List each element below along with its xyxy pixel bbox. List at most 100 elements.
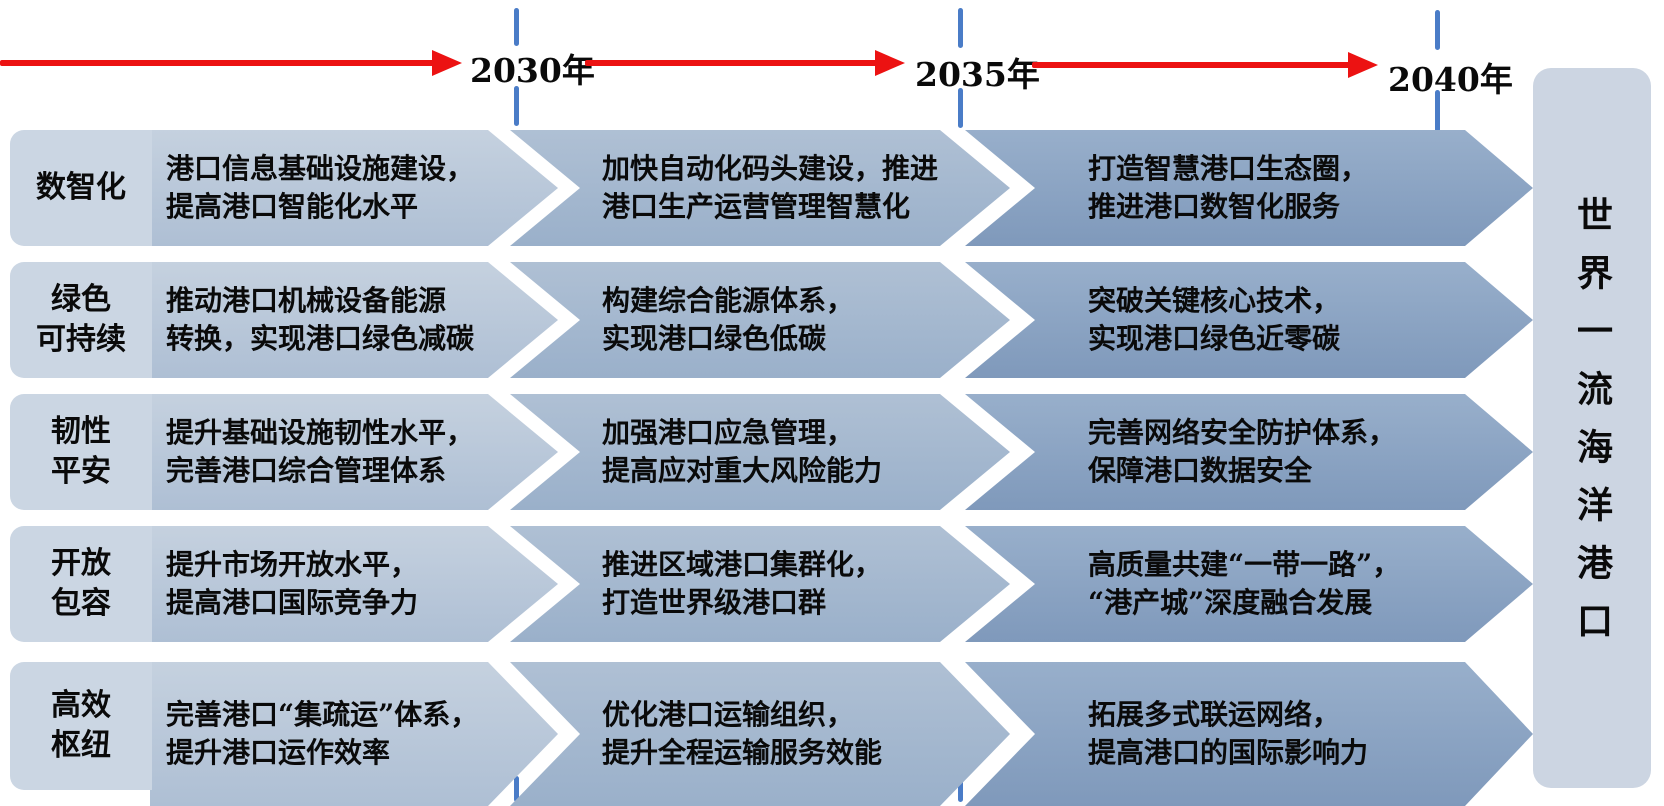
phase-text-line: 提升市场开放水平， bbox=[166, 548, 419, 582]
phase2-band-shape bbox=[510, 130, 1010, 246]
row-label-line: 韧性 bbox=[51, 414, 111, 450]
phase-text-line: 港口生产运营管理智慧化 bbox=[602, 190, 911, 223]
phase-text-line: 实现港口绿色近零碳 bbox=[1088, 322, 1341, 355]
phase1-band-shape bbox=[150, 526, 558, 642]
row-label-line: 绿色 bbox=[51, 282, 111, 318]
row-label-line: 高效 bbox=[51, 688, 111, 724]
phase-text-line: 打造智慧港口生态圈， bbox=[1088, 152, 1369, 186]
phase3-text: 完善网络安全防护体系， 保障港口数据安全 bbox=[1088, 394, 1396, 510]
phase2-band-shape bbox=[510, 526, 1010, 642]
phase-text-line: 提高港口国际竞争力 bbox=[166, 586, 419, 619]
row-label-box: 高效 枢纽 bbox=[10, 662, 152, 790]
phase2-text: 推进区域港口集群化， 打造世界级港口群 bbox=[602, 526, 882, 642]
tick-dash-2035-bottom bbox=[958, 88, 963, 128]
phase-text-line: 提升全程运输服务效能 bbox=[602, 736, 883, 769]
phase3-band-shape bbox=[965, 262, 1533, 378]
phase3-text: 打造智慧港口生态圈， 推进港口数智化服务 bbox=[1088, 130, 1368, 246]
phase1-text: 港口信息基础设施建设， 提高港口智能化水平 bbox=[166, 130, 474, 246]
timeline-arrowhead-3 bbox=[1348, 52, 1378, 78]
phase-text-line: 提升港口运作效率 bbox=[166, 736, 391, 769]
phase2-text: 加快自动化码头建设，推进 港口生产运营管理智慧化 bbox=[602, 130, 938, 246]
phase-text-line: 完善港口“集疏运”体系， bbox=[166, 698, 479, 732]
year-label-2030: 2030年 bbox=[470, 51, 595, 90]
phase3-band-shape bbox=[965, 662, 1533, 806]
row-label-line: 开放 bbox=[51, 546, 111, 582]
phase-text-line: 完善网络安全防护体系， bbox=[1088, 416, 1397, 450]
phase-text-line: “港产城”深度融合发展 bbox=[1088, 586, 1373, 619]
timeline-arrowhead-2 bbox=[875, 50, 905, 76]
phase2-band-shape bbox=[510, 662, 1010, 806]
phase1-text: 提升基础设施韧性水平， 完善港口综合管理体系 bbox=[166, 394, 474, 510]
phase2-band-shape bbox=[510, 262, 1010, 378]
row-label-line: 可持续 bbox=[36, 322, 126, 357]
phase-text-line: 推进区域港口集群化， bbox=[602, 548, 883, 582]
phase-text-line: 提升基础设施韧性水平， bbox=[166, 416, 475, 450]
chevron-bands bbox=[150, 262, 1533, 378]
timeline-arrow-segment-2 bbox=[585, 60, 877, 66]
phase-text-line: 提高港口的国际影响力 bbox=[1088, 736, 1369, 769]
phase-text-line: 港口信息基础设施建设， bbox=[166, 152, 475, 186]
row-label-box: 开放 包容 bbox=[10, 526, 152, 642]
timeline-arrow-segment-3 bbox=[1032, 62, 1350, 68]
phase2-text: 优化港口运输组织， 提升全程运输服务效能 bbox=[602, 662, 882, 806]
phase-text-line: 转换，实现港口绿色减碳 bbox=[166, 322, 475, 355]
row-resilient-safe: 韧性 平安 提升基础设施韧性水平， 完善港口综合管理体系 加强港口应急管理， 提… bbox=[10, 394, 1540, 510]
phase-text-line: 推动港口机械设备能源 bbox=[166, 284, 447, 318]
chevron-bands bbox=[150, 526, 1533, 642]
tick-dash-2030-top bbox=[514, 8, 519, 46]
phase1-text: 推动港口机械设备能源 转换，实现港口绿色减碳 bbox=[166, 262, 474, 378]
timeline-arrow-segment-1 bbox=[0, 60, 434, 66]
phase1-text: 完善港口“集疏运”体系， 提升港口运作效率 bbox=[166, 662, 478, 806]
phase3-band-shape bbox=[965, 526, 1533, 642]
row-label-box: 数智化 bbox=[10, 130, 152, 246]
row-label-line: 平安 bbox=[51, 454, 111, 489]
phase3-text: 高质量共建“一带一路”， “港产城”深度融合发展 bbox=[1088, 526, 1400, 642]
phase1-band-shape bbox=[150, 130, 558, 246]
tick-dash-2040-top bbox=[1435, 10, 1440, 50]
row-green-sustainable: 绿色 可持续 推动港口机械设备能源 转换，实现港口绿色减碳 构建综合能源体系， … bbox=[10, 262, 1540, 378]
chevron-bands bbox=[150, 394, 1533, 510]
tick-dash-2030-footer bbox=[514, 776, 519, 802]
year-label-2040: 2040年 bbox=[1388, 60, 1513, 99]
row-label-line: 枢纽 bbox=[51, 728, 111, 763]
year-label-2035: 2035年 bbox=[915, 55, 1040, 94]
timeline-arrowhead-1 bbox=[432, 50, 462, 76]
row-efficient-hub: 高效 枢纽 完善港口“集疏运”体系， 提升港口运作效率 优化港口运输组织， 提升… bbox=[10, 662, 1540, 806]
phase1-band-shape bbox=[150, 394, 558, 510]
phase1-text: 提升市场开放水平， 提高港口国际竞争力 bbox=[166, 526, 418, 642]
chevron-bands bbox=[150, 130, 1533, 246]
row-label-box: 韧性 平安 bbox=[10, 394, 152, 510]
phase-text-line: 加快自动化码头建设，推进 bbox=[602, 152, 939, 186]
phase3-text: 拓展多式联运网络， 提高港口的国际影响力 bbox=[1088, 662, 1368, 806]
phase-text-line: 完善港口综合管理体系 bbox=[166, 454, 447, 487]
phase-text-line: 打造世界级港口群 bbox=[602, 586, 827, 619]
phase-text-line: 构建综合能源体系， bbox=[602, 284, 855, 318]
row-open-inclusive: 开放 包容 提升市场开放水平， 提高港口国际竞争力 推进区域港口集群化， 打造世… bbox=[10, 526, 1540, 642]
row-label-line: 包容 bbox=[51, 586, 111, 621]
tick-dash-2030-bottom bbox=[514, 86, 519, 126]
phase-text-line: 提高港口智能化水平 bbox=[166, 190, 419, 223]
phase3-band-shape bbox=[965, 130, 1533, 246]
phase2-text: 构建综合能源体系， 实现港口绿色低碳 bbox=[602, 262, 854, 378]
chevron-bands bbox=[150, 662, 1533, 806]
tick-dash-2040-bottom bbox=[1435, 90, 1440, 132]
row-digital-intelligence: 数智化 港口信息基础设施建设， 提高港口智能化水平 加快自动化码头建设，推进 港… bbox=[10, 130, 1540, 246]
phase-text-line: 突破关键核心技术， bbox=[1088, 284, 1341, 318]
goal-bar: 世界一流海洋港口 bbox=[1533, 68, 1651, 788]
phase-text-line: 提高应对重大风险能力 bbox=[602, 454, 883, 487]
phase2-band-shape bbox=[510, 394, 1010, 510]
phase1-band-shape bbox=[150, 262, 558, 378]
row-label-box: 绿色 可持续 bbox=[10, 262, 152, 378]
row-label-line: 数智化 bbox=[36, 170, 126, 206]
phase3-band-shape bbox=[965, 394, 1533, 510]
phase3-text: 突破关键核心技术， 实现港口绿色近零碳 bbox=[1088, 262, 1340, 378]
phase-text-line: 加强港口应急管理， bbox=[602, 416, 855, 450]
goal-text: 世界一流海洋港口 bbox=[1571, 196, 1613, 660]
phase-text-line: 优化港口运输组织， bbox=[602, 698, 855, 732]
phase2-text: 加强港口应急管理， 提高应对重大风险能力 bbox=[602, 394, 882, 510]
phase-text-line: 保障港口数据安全 bbox=[1088, 454, 1313, 487]
phase-text-line: 推进港口数智化服务 bbox=[1088, 190, 1341, 223]
tick-dash-2035-footer bbox=[958, 776, 963, 802]
tick-dash-2035-top bbox=[958, 8, 963, 48]
